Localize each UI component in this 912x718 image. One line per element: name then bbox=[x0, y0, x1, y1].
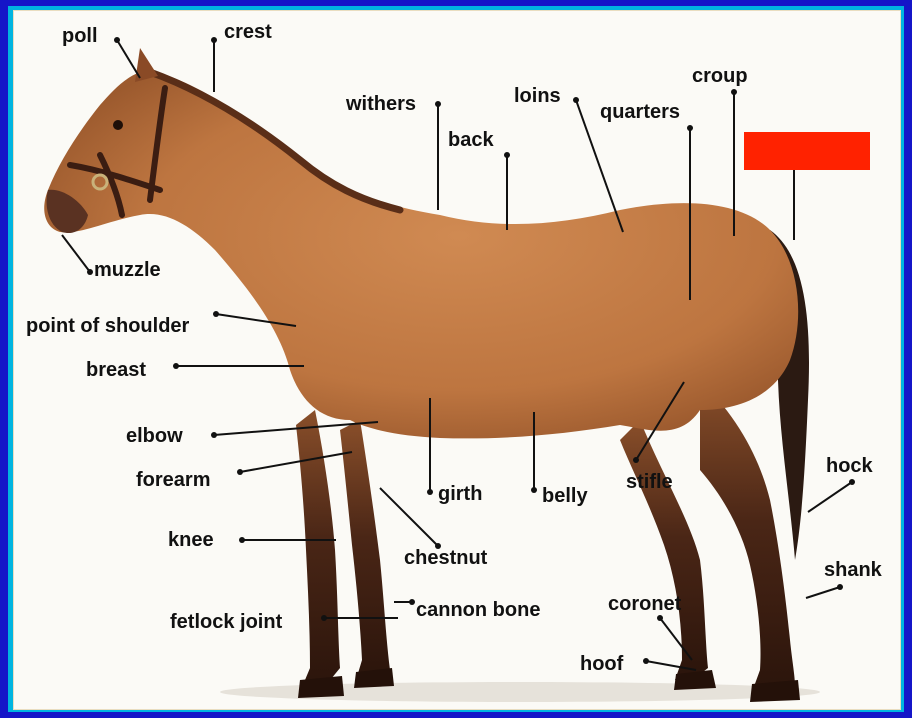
label-hock: hock bbox=[826, 455, 874, 477]
hoof-front-near bbox=[298, 676, 344, 698]
label-muzzle: muzzle bbox=[94, 259, 161, 281]
front-leg-near bbox=[296, 410, 340, 692]
front-leg-far bbox=[340, 420, 390, 682]
label-forearm: forearm bbox=[136, 469, 210, 491]
label-hoof: hoof bbox=[580, 653, 624, 675]
horse-eye bbox=[113, 120, 123, 130]
label-stifle: stifle bbox=[626, 471, 673, 493]
hind-leg-near bbox=[700, 380, 795, 696]
label-knee: knee bbox=[168, 529, 214, 551]
label-coronet: coronet bbox=[608, 593, 682, 615]
label-poll: poll bbox=[62, 25, 98, 47]
label-chestnut: chestnut bbox=[404, 547, 488, 569]
label-cannon-bone: cannon bone bbox=[416, 599, 540, 621]
label-withers: withers bbox=[345, 93, 416, 115]
label-belly: belly bbox=[542, 485, 588, 507]
label-shank: shank bbox=[824, 559, 883, 581]
label-loins: loins bbox=[514, 85, 561, 107]
label-quarters: quarters bbox=[600, 101, 680, 123]
label-croup: croup bbox=[692, 65, 748, 87]
label-point-of-shoulder: point of shoulder bbox=[26, 315, 190, 337]
label-fetlock-joint: fetlock joint bbox=[170, 611, 283, 633]
redaction-box bbox=[744, 132, 870, 170]
label-elbow: elbow bbox=[126, 425, 183, 447]
label-crest: crest bbox=[224, 21, 272, 43]
label-girth: girth bbox=[438, 483, 482, 505]
label-back: back bbox=[448, 129, 494, 151]
label-breast: breast bbox=[86, 359, 146, 381]
